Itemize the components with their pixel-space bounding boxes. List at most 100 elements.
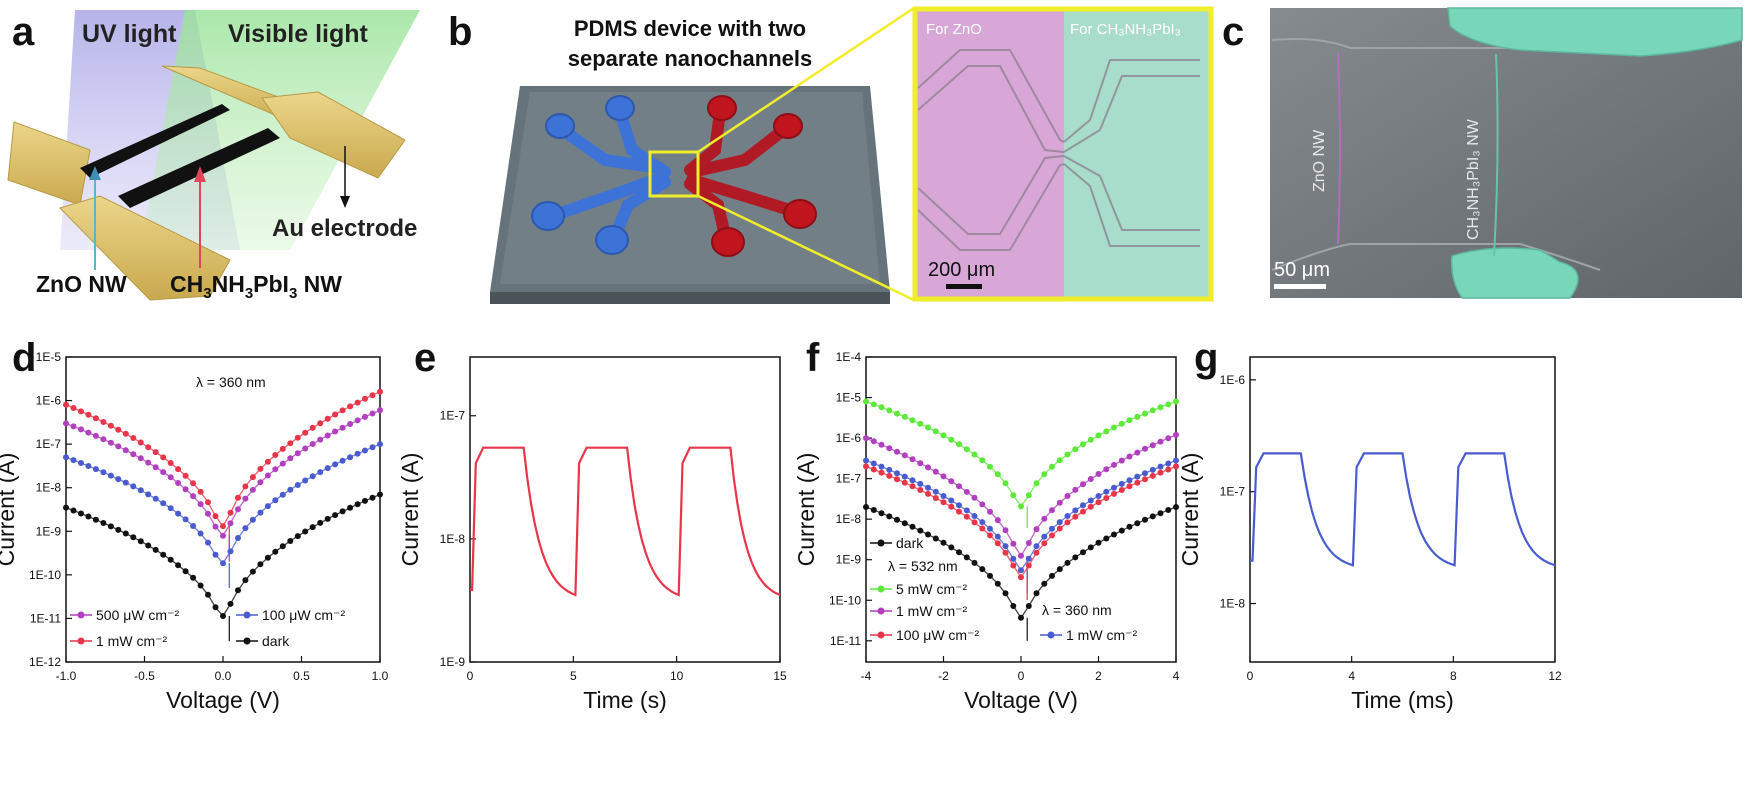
x-tick-label: 10 [670,669,684,683]
data-point [205,591,211,598]
data-point [901,413,908,420]
data-point [107,422,114,429]
data-point [863,457,869,464]
data-point [1126,483,1133,490]
data-point [63,401,69,408]
data-point [878,469,885,476]
data-point [994,517,1001,524]
data-point [1134,413,1141,420]
legend-marker [877,631,885,639]
data-point [1157,463,1164,470]
data-point [130,451,137,458]
zno-nanowire [80,104,230,178]
data-point [1111,424,1117,431]
data-point [1142,476,1148,483]
data-point [1165,466,1172,473]
data-point [1157,510,1164,517]
data-point [1087,497,1094,504]
data-point [272,548,279,555]
data-point [909,477,916,484]
data-point [870,507,877,513]
data-point [182,568,189,575]
data-point [354,501,361,508]
x-tick-label: 0.0 [215,669,232,683]
mapi-nw-line [1493,53,1499,257]
data-point [932,495,939,501]
y-tick-label: 1E-6 [36,394,62,408]
data-point [205,510,211,517]
data-point [1080,481,1086,488]
data-point [78,408,84,415]
data-point [317,436,324,443]
data-point [963,507,970,514]
data-point [1165,435,1172,442]
zoom-line-bottom [697,194,915,302]
data-point [92,516,99,523]
x-tick-label: 0 [1018,669,1025,683]
data-point [377,491,383,498]
data-point [971,519,978,526]
data-point [92,466,99,473]
data-point [130,435,137,441]
data-point [339,424,346,431]
data-point [145,444,152,451]
data-point [257,509,264,516]
data-point [909,523,916,530]
data-point [870,466,877,473]
pdms-slab-side [490,292,890,304]
data-point [1056,499,1063,506]
panel-letter-e: e [414,336,437,380]
legend-marker [243,637,251,645]
data-point [901,452,908,459]
data-point [182,486,189,493]
x-tick-label: -2 [938,669,949,683]
data-point [1056,519,1063,526]
data-point [63,504,69,511]
data-point [878,441,885,448]
x-tick-label: 2 [1095,669,1102,683]
data-point [332,428,339,435]
y-tick-label: 1E-10 [29,568,61,582]
data-point [257,561,264,568]
data-point [1033,480,1040,487]
y-tick-label: 1E-5 [836,391,862,405]
data-point [264,458,271,465]
data-point [70,423,77,430]
data-point [1103,495,1110,501]
data-point [878,510,885,517]
data-point [279,445,286,452]
data-point [979,519,986,526]
y-tick-label: 1E-9 [440,655,466,669]
data-point [948,497,955,504]
y-tick-label: 1E-12 [29,655,61,669]
data-point [227,548,234,555]
data-point [362,413,368,420]
data-point [940,539,947,546]
y-tick-label: 1E-8 [36,481,62,495]
data-point [212,551,219,558]
x-tick-label: -4 [861,669,872,683]
data-point [1095,493,1102,499]
panel-letter-b: b [448,10,473,54]
data-point [369,494,376,501]
data-point [886,407,893,414]
data-point [197,488,204,495]
data-point [948,478,955,485]
data-point [1002,549,1009,556]
data-point [987,572,993,579]
data-point [130,534,137,541]
y-tick-label: 1E-5 [36,350,62,364]
data-point [1010,540,1017,547]
data-point [205,499,211,506]
data-point [1157,469,1164,476]
data-point [1157,438,1164,445]
data-point [1025,555,1032,562]
y-tick-label: 1E-6 [836,431,862,445]
legend-label: dark [896,535,924,551]
data-point [324,432,331,439]
data-point [963,513,970,520]
data-point [257,479,264,486]
data-point [63,420,69,427]
data-point [287,455,294,462]
